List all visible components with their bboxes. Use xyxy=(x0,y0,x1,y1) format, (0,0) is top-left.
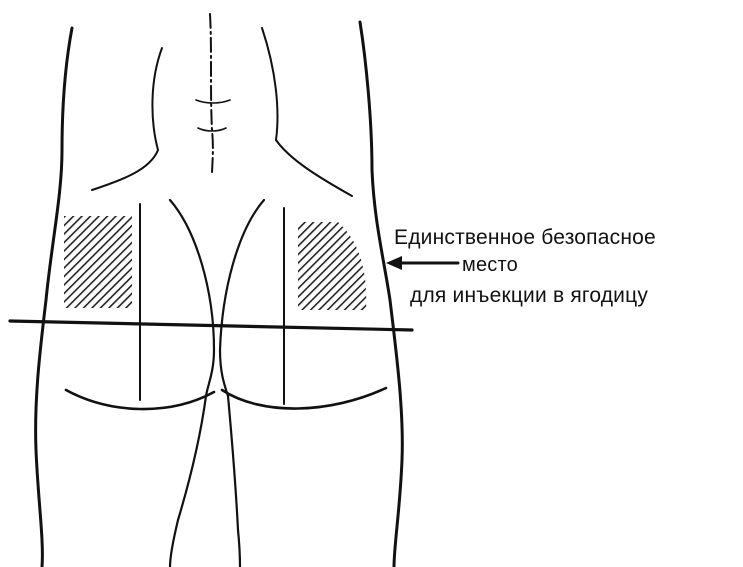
right-safe-zone xyxy=(298,222,366,310)
scapula-mark xyxy=(196,100,230,103)
annotation-line-2: место xyxy=(462,254,518,277)
left-leg-inner xyxy=(170,396,206,567)
right-back-line xyxy=(262,28,352,196)
left-safe-zone xyxy=(64,216,132,308)
cleft-right xyxy=(220,200,264,396)
cleft-left xyxy=(170,200,214,396)
left-back-line xyxy=(92,48,162,190)
right-body-contour xyxy=(360,22,402,567)
pointer-arrow xyxy=(386,256,458,270)
annotation-line-1: Единственное безопасное xyxy=(394,226,656,250)
annotation-line-3: для инъекции в ягодицу xyxy=(410,284,648,308)
horizontal-reference-line xyxy=(10,321,412,330)
right-buttock-curve xyxy=(222,388,386,409)
right-leg-inner xyxy=(228,396,240,567)
spine-line xyxy=(210,14,213,175)
